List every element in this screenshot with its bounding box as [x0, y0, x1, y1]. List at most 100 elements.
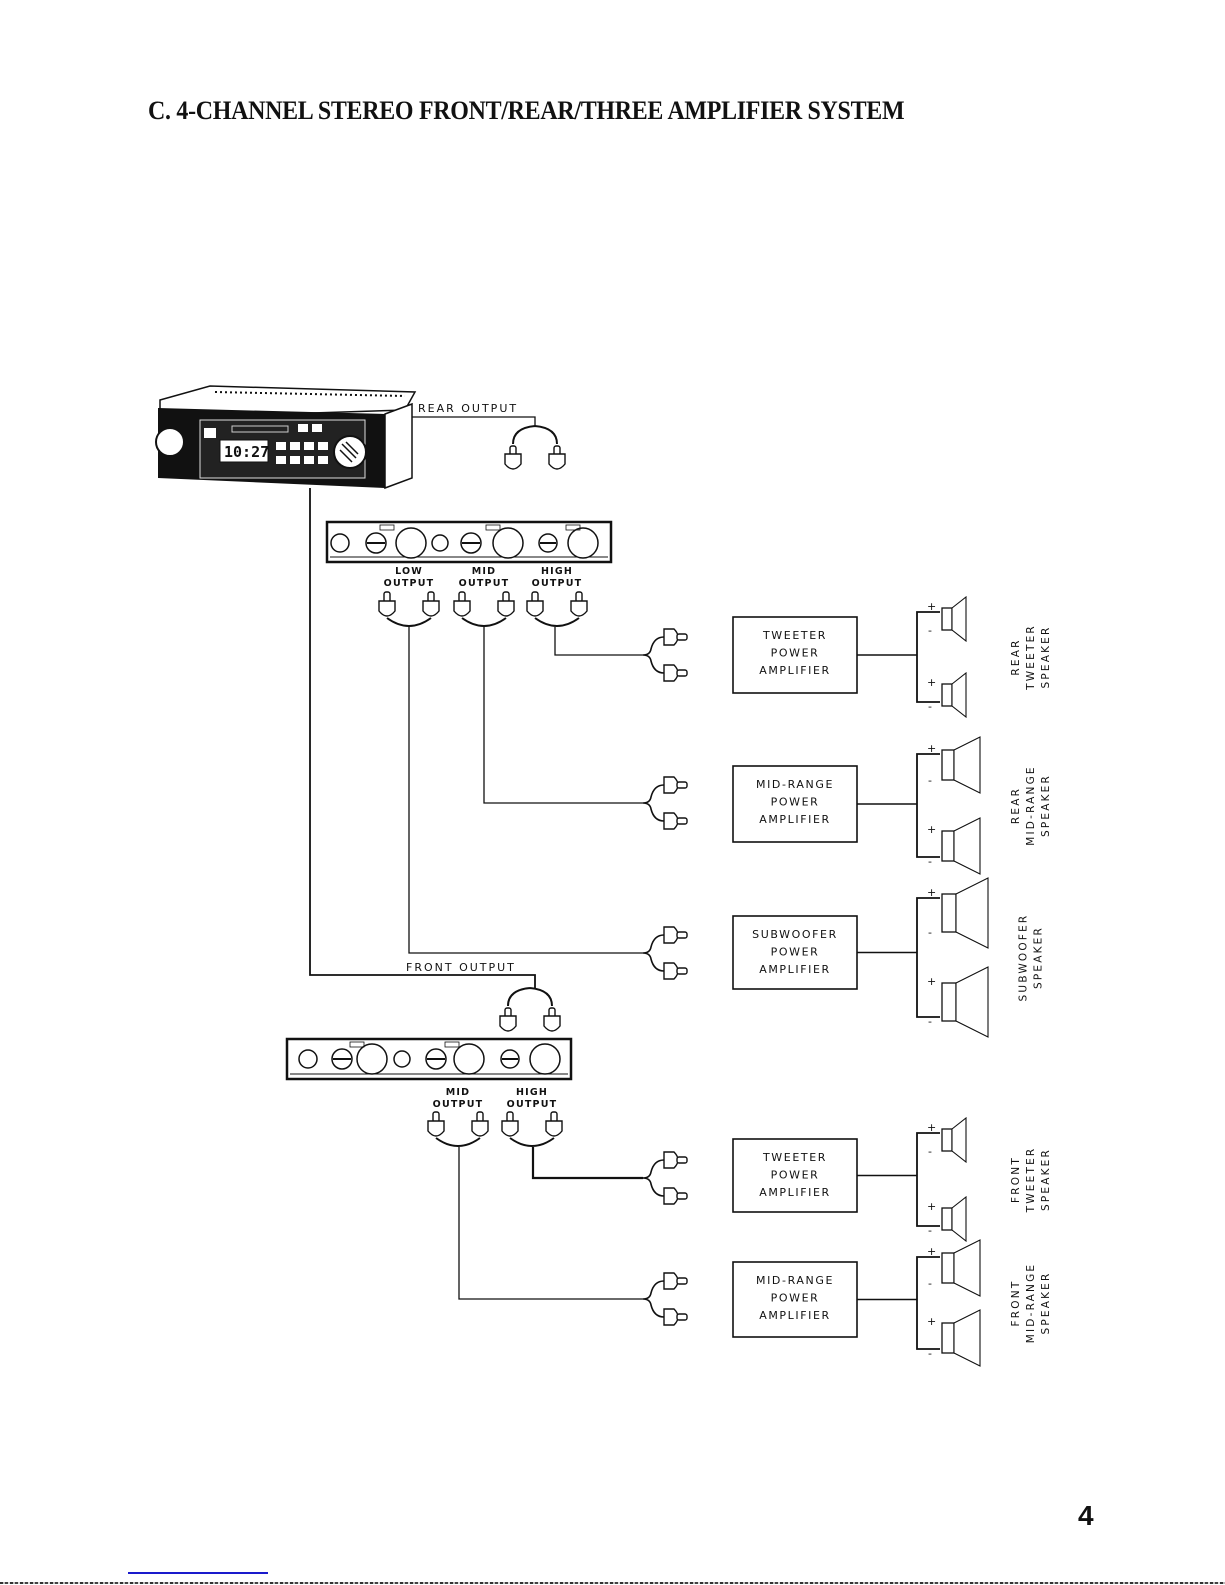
speaker-icon: +-	[927, 877, 989, 949]
output-label-line2: OUTPUT	[532, 578, 583, 589]
crossover-front	[285, 1037, 573, 1081]
plus-sign: +	[927, 1315, 936, 1328]
minus-sign: -	[928, 855, 932, 868]
speaker-label: FRONT	[1010, 1280, 1022, 1327]
speaker-icon: +-	[927, 1116, 967, 1164]
minus-sign: -	[928, 1277, 932, 1290]
rca-plug-icon	[526, 591, 544, 617]
plus-sign: +	[927, 1245, 936, 1258]
speaker-icon: +-	[927, 966, 989, 1038]
speaker-icon: +-	[927, 1239, 981, 1297]
output-label-line2: OUTPUT	[384, 578, 435, 589]
amplifier-label: POWER	[771, 796, 820, 809]
y-cable	[642, 636, 665, 674]
rca-plug-icon	[499, 1007, 517, 1032]
plus-sign: +	[927, 886, 936, 899]
rca-plug-icon	[663, 812, 688, 830]
rca-plug-icon	[663, 1308, 688, 1326]
plus-sign: +	[927, 676, 936, 689]
amplifier-label: AMPLIFIER	[759, 1186, 831, 1199]
speaker-wire	[916, 753, 940, 858]
rca-plug-icon	[453, 591, 471, 617]
page-number: 4	[1078, 1500, 1094, 1531]
output-label-line1: LOW	[395, 566, 423, 577]
y-cable	[461, 617, 507, 627]
y-cable	[386, 617, 432, 627]
speaker-label: SPEAKER	[1033, 926, 1045, 989]
minus-sign: -	[928, 700, 932, 713]
rca-plug-icon	[548, 445, 566, 470]
amplifier-label: POWER	[771, 647, 820, 660]
speaker-label: FRONT	[1010, 1156, 1022, 1203]
speaker-label: REAR	[1010, 787, 1022, 824]
rca-plug-icon	[501, 1111, 519, 1137]
speaker-label: SPEAKER	[1040, 1148, 1052, 1211]
clock-display: 10:27	[224, 443, 269, 461]
speaker-icon: +-	[927, 671, 967, 719]
speaker-wire	[916, 897, 940, 1018]
output-label-line1: MID	[472, 566, 496, 577]
speaker-label: SPEAKER	[1040, 625, 1052, 688]
y-cable	[512, 425, 558, 445]
minus-sign: -	[928, 1015, 932, 1028]
y-cable	[642, 1280, 665, 1318]
minus-sign: -	[928, 774, 932, 787]
minus-sign: -	[928, 926, 932, 939]
y-cable	[507, 987, 553, 1007]
speaker-label: MID-RANGE	[1025, 1263, 1037, 1344]
crossover-rear	[325, 520, 613, 564]
rca-plug-icon	[663, 1187, 688, 1205]
rca-plug-icon	[663, 664, 688, 682]
speaker-icon: +-	[927, 817, 981, 875]
speaker-wire	[916, 1132, 940, 1227]
rca-plug-icon	[545, 1111, 563, 1137]
plus-sign: +	[927, 1121, 936, 1134]
rca-plug-icon	[497, 591, 515, 617]
y-cable	[509, 1137, 555, 1147]
plus-sign: +	[927, 975, 936, 988]
rca-plug-icon	[663, 628, 688, 646]
minus-sign: -	[928, 624, 932, 637]
footer-rule	[0, 1582, 1225, 1584]
plus-sign: +	[927, 600, 936, 613]
speaker-wire	[916, 611, 940, 703]
amplifier-label: SUBWOOFER	[752, 928, 838, 941]
rca-plug-icon	[427, 1111, 445, 1137]
y-cable	[642, 934, 665, 972]
speaker-label: SPEAKER	[1040, 1271, 1052, 1334]
rca-plug-icon	[471, 1111, 489, 1137]
y-cable	[642, 784, 665, 822]
rca-plug-icon	[378, 591, 396, 617]
plus-sign: +	[927, 742, 936, 755]
rca-plug-icon	[570, 591, 588, 617]
amplifier-label: TWEETER	[762, 629, 827, 642]
footer-link-underline[interactable]	[128, 1572, 268, 1574]
rca-plug-icon	[504, 445, 522, 470]
volume-knob	[155, 427, 185, 457]
speaker-label: SPEAKER	[1040, 774, 1052, 837]
front-output-label: FRONT OUTPUT	[406, 961, 516, 974]
power-amplifier-box: MID-RANGE POWER AMPLIFIER	[732, 765, 858, 843]
speaker-icon: +-	[927, 1195, 967, 1243]
amplifier-label: POWER	[771, 1169, 820, 1182]
speaker-wire	[916, 1256, 940, 1350]
minus-sign: -	[928, 1347, 932, 1360]
amplifier-label: MID-RANGE	[756, 1274, 834, 1287]
amplifier-label: POWER	[771, 946, 820, 959]
rca-plug-icon	[663, 1272, 688, 1290]
y-cable	[435, 1137, 481, 1147]
rca-plug-icon	[663, 1151, 688, 1169]
plus-sign: +	[927, 1200, 936, 1213]
rca-plug-icon	[543, 1007, 561, 1032]
amplifier-label: AMPLIFIER	[759, 813, 831, 826]
rca-plug-icon	[663, 926, 688, 944]
output-label-line1: HIGH	[541, 566, 573, 577]
amplifier-label: MID-RANGE	[756, 778, 834, 791]
speaker-label: MID-RANGE	[1025, 765, 1037, 846]
